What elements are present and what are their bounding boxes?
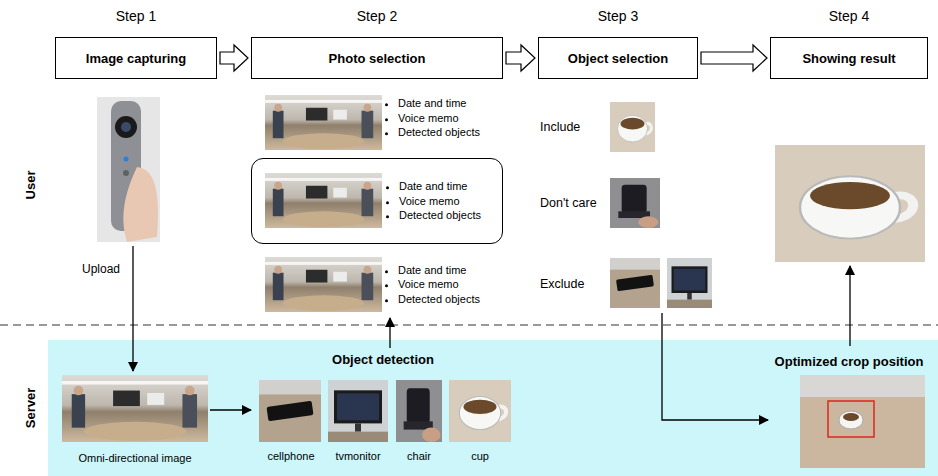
block-arrow <box>701 45 767 71</box>
choice-label: Exclude <box>540 277 584 291</box>
image-caption: tvmonitor <box>316 450 400 462</box>
step-box: Step 4Showing result <box>770 37 928 79</box>
metadata-item: Detected objects <box>398 292 480 307</box>
metadata-item: Voice memo <box>399 194 481 209</box>
object-thumbnail <box>610 102 655 152</box>
crop-photo-wall <box>800 375 925 397</box>
flow-label: Upload <box>82 262 120 276</box>
metadata-item: Detected objects <box>399 208 481 223</box>
metadata-item: Date and time <box>398 96 480 111</box>
omni-photo <box>62 375 208 442</box>
metadata-item: Detected objects <box>398 125 480 140</box>
metadata-item: Voice memo <box>398 111 480 126</box>
step-number: Step 1 <box>26 8 246 24</box>
metadata-item: Date and time <box>398 263 480 278</box>
camera-photo <box>97 97 160 242</box>
group-heading: Optimized crop position <box>764 354 934 369</box>
flow-arrow <box>210 409 251 410</box>
lane-divider <box>0 324 938 325</box>
object-thumbnail <box>610 258 660 308</box>
image-caption: chair <box>382 450 456 462</box>
lane-label: Server <box>23 388 38 428</box>
flow-arrow <box>389 318 390 348</box>
step-title: Image capturing <box>86 51 186 66</box>
step-title: Object selection <box>568 51 668 66</box>
result-arrow <box>849 266 850 346</box>
image-caption: cellphone <box>246 450 336 462</box>
crop-photo <box>800 375 925 468</box>
metadata-item: Voice memo <box>398 277 480 292</box>
image-caption: Omni-directional image <box>50 452 220 464</box>
step-box: Step 2Photo selection <box>251 37 503 79</box>
detection-thumbnail <box>396 380 442 442</box>
crop-cup <box>839 411 863 429</box>
result-photo <box>775 145 925 262</box>
detection-thumbnail <box>449 380 511 442</box>
detection-thumbnail <box>328 380 388 442</box>
step-number: Step 4 <box>741 8 938 24</box>
step-number: Step 3 <box>509 8 727 24</box>
metadata-list: Date and timeVoice memoDetected objects <box>385 96 480 140</box>
crop-window <box>828 401 874 437</box>
choice-label: Don't care <box>540 196 597 210</box>
step-number: Step 2 <box>222 8 532 24</box>
crop-cup-tea <box>843 413 859 421</box>
panorama-thumbnail <box>265 173 382 228</box>
metadata-list: Date and timeVoice memoDetected objects <box>386 179 481 223</box>
step-title: Showing result <box>802 51 895 66</box>
metadata-list: Date and timeVoice memoDetected objects <box>385 263 480 307</box>
step-title: Photo selection <box>329 51 426 66</box>
upload-arrow <box>132 246 133 371</box>
step-box: Step 1Image capturing <box>55 37 217 79</box>
step-box: Step 3Object selection <box>538 37 698 79</box>
panorama-thumbnail <box>265 95 382 150</box>
block-arrow <box>506 45 535 71</box>
block-arrow <box>220 45 248 71</box>
image-caption: cup <box>436 450 524 462</box>
metadata-item: Date and time <box>399 179 481 194</box>
detection-thumbnail <box>259 380 321 442</box>
panorama-thumbnail <box>265 257 382 312</box>
choice-label: Include <box>540 120 580 134</box>
object-thumbnail <box>667 258 712 308</box>
group-heading: Object detection <box>246 352 520 367</box>
object-thumbnail <box>610 178 660 228</box>
lane-label: User <box>23 171 38 200</box>
